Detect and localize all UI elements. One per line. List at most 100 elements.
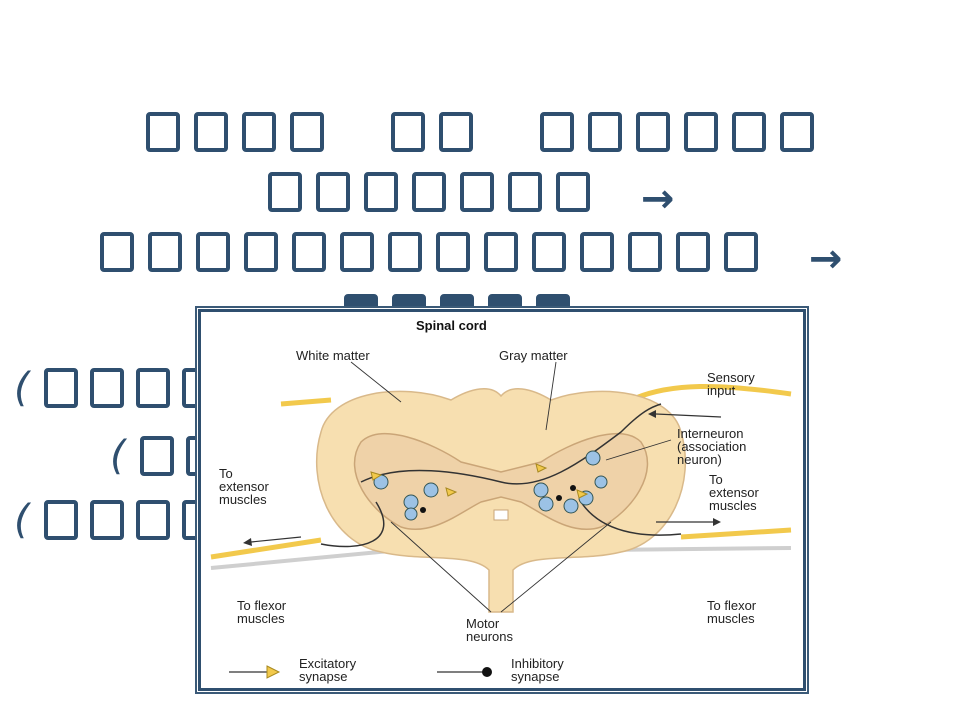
label-sensory-input-2: input xyxy=(707,383,736,398)
leader-line xyxy=(500,521,612,613)
neuron-body xyxy=(423,482,439,498)
extensor-nerve-right xyxy=(680,527,792,540)
missing-glyph-box xyxy=(89,500,124,540)
missing-glyph-box xyxy=(555,172,590,212)
missing-glyph-box xyxy=(579,232,614,272)
excitatory-synapse-marker xyxy=(576,489,589,499)
slide-title: → → xyxy=(0,106,960,286)
spinal-cord-diagram: Spinal cord White matter Gray matter Sen… xyxy=(210,318,792,684)
arrow-extensor-left xyxy=(250,536,302,543)
figure-heading: Spinal cord xyxy=(416,318,487,333)
missing-glyph-box xyxy=(488,294,522,308)
leader-line xyxy=(545,361,557,431)
excitatory-synapse-marker xyxy=(445,487,458,497)
missing-glyph-box xyxy=(241,112,276,152)
label-extensor-left: To xyxy=(219,466,233,481)
neuron-body xyxy=(538,496,554,512)
missing-glyph-box xyxy=(439,112,473,152)
neuron-body xyxy=(403,494,419,510)
legend-inhibitory-2: synapse xyxy=(511,669,559,684)
label-extensor-right: To xyxy=(709,472,723,487)
missing-glyph-box xyxy=(135,500,170,540)
leader-line xyxy=(390,521,492,613)
spinal-cord-figure: Spinal cord White matter Gray matter Sen… xyxy=(198,309,806,691)
title-word-group xyxy=(391,112,473,152)
missing-glyph-box xyxy=(536,294,570,308)
label-motor-neurons-2: neurons xyxy=(466,629,513,644)
missing-glyph-box xyxy=(675,232,710,272)
label-extensor-left-3: muscles xyxy=(219,492,267,507)
missing-glyph-box xyxy=(684,112,719,152)
label-motor-neurons: Motor xyxy=(466,616,500,631)
neuron-path xyxy=(320,501,385,548)
missing-glyph-box xyxy=(43,368,78,408)
label-extensor-right-3: muscles xyxy=(709,498,757,513)
missing-glyph-box xyxy=(411,172,446,212)
missing-glyph-box xyxy=(267,172,302,212)
arrowhead-icon xyxy=(713,518,721,526)
missing-glyph-box xyxy=(391,112,425,152)
label-flexor-right: To flexor xyxy=(707,598,757,613)
title-word-group xyxy=(99,232,758,272)
missing-glyph-box xyxy=(243,232,278,272)
missing-glyph-box xyxy=(459,172,494,212)
arrow-icon: → xyxy=(808,236,861,282)
missing-glyph-box xyxy=(289,112,324,152)
neuron-path xyxy=(360,403,662,485)
label-flexor-right-2: muscles xyxy=(707,611,755,626)
open-paren: ( xyxy=(14,365,30,411)
missing-glyph-box xyxy=(723,232,758,272)
missing-glyph-box xyxy=(315,172,350,212)
neuron-body xyxy=(563,498,579,514)
missing-glyph-box xyxy=(780,112,815,152)
missing-glyph-box xyxy=(89,368,124,408)
label-interneuron-3: neuron) xyxy=(677,452,722,467)
missing-glyph-box xyxy=(193,112,228,152)
missing-glyph-box xyxy=(135,368,170,408)
flexor-nerve-right xyxy=(600,546,792,552)
neuron-path xyxy=(580,501,682,536)
central-canal xyxy=(493,509,509,521)
label-sensory-input: Sensory xyxy=(707,370,755,385)
missing-glyph-box xyxy=(540,112,575,152)
inhibitory-synapse-icon xyxy=(482,667,492,677)
title-word-group xyxy=(145,112,324,152)
missing-glyph-box xyxy=(483,232,518,272)
missing-glyph-box xyxy=(588,112,623,152)
missing-glyph-box xyxy=(387,232,422,272)
excitatory-synapse-marker xyxy=(370,471,383,481)
open-paren: ( xyxy=(110,433,126,479)
missing-glyph-box xyxy=(627,232,662,272)
label-flexor-left-2: muscles xyxy=(237,611,285,626)
sensory-nerve-right xyxy=(629,383,792,403)
extensor-nerve-left xyxy=(210,537,322,560)
title-line-4 xyxy=(344,294,604,308)
label-gray-matter: Gray matter xyxy=(499,348,568,363)
legend-excitatory: Excitatory xyxy=(299,656,357,671)
title-line-2: → xyxy=(0,166,960,226)
open-paren: ( xyxy=(14,497,30,543)
missing-glyph-box xyxy=(507,172,542,212)
title-word-group xyxy=(540,112,815,152)
missing-glyph-box xyxy=(99,232,134,272)
missing-glyph-box xyxy=(344,294,378,308)
label-flexor-left: To flexor xyxy=(237,598,287,613)
missing-glyph-box xyxy=(147,232,182,272)
label-interneuron: Interneuron xyxy=(677,426,744,441)
excitatory-synapse-marker xyxy=(535,463,548,473)
title-word-group xyxy=(344,294,570,308)
missing-glyph-box xyxy=(531,232,566,272)
missing-glyph-box xyxy=(363,172,398,212)
legend-inhibitory: Inhibitory xyxy=(511,656,564,671)
missing-glyph-box xyxy=(139,436,174,476)
arrow-icon: → xyxy=(640,176,693,222)
side-row-1: ( xyxy=(14,365,216,411)
leader-line xyxy=(605,439,672,461)
missing-glyph-box xyxy=(195,232,230,272)
missing-glyph-box xyxy=(392,294,426,308)
neuron-body xyxy=(533,482,549,498)
excitatory-synapse-icon xyxy=(266,665,281,679)
title-line-3: → xyxy=(0,226,960,286)
legend-excitatory-2: synapse xyxy=(299,669,347,684)
label-interneuron-2: (association xyxy=(677,439,746,454)
